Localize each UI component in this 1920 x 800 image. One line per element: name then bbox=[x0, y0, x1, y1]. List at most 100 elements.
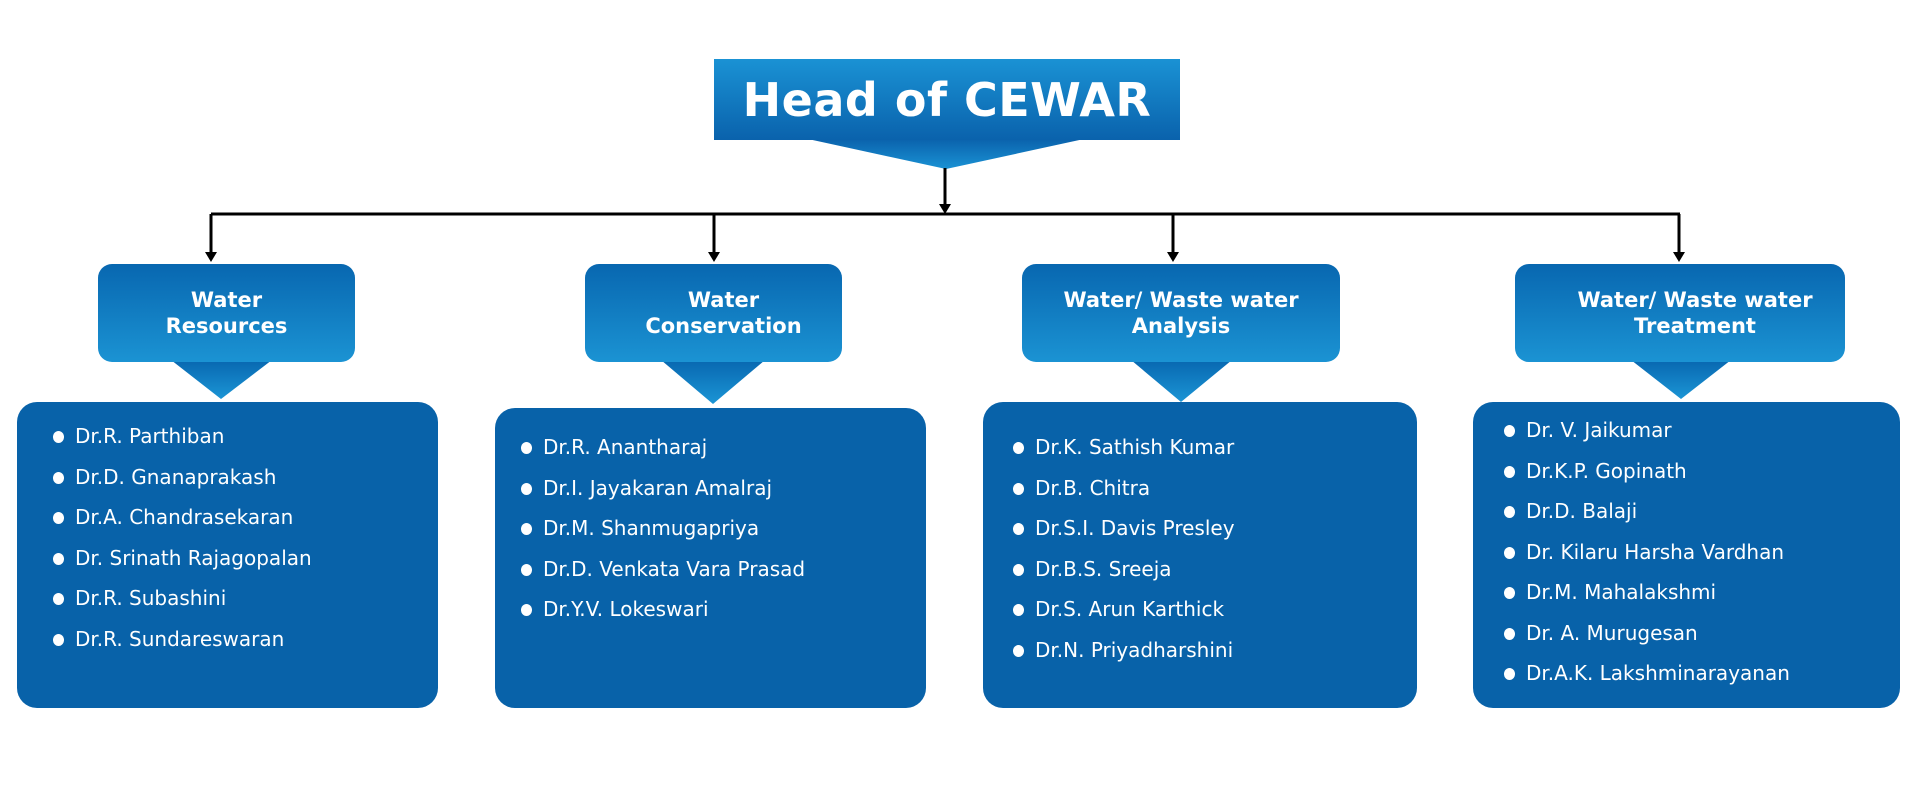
bullet-icon bbox=[521, 563, 532, 576]
member-name: Dr.D. Gnanaprakash bbox=[75, 464, 277, 489]
member-item: Dr.B.S. Sreeja bbox=[1013, 549, 1417, 590]
bullet-icon bbox=[521, 442, 532, 454]
member-item: Dr.N. Priyadharshini bbox=[1013, 630, 1417, 671]
bullet-icon bbox=[521, 482, 532, 495]
member-name: Dr. Srinath Rajagopalan bbox=[75, 545, 312, 570]
bullet-icon bbox=[53, 512, 64, 524]
member-item: Dr.D. Gnanaprakash bbox=[53, 457, 438, 498]
member-name: Dr.N. Priyadharshini bbox=[1035, 637, 1234, 662]
member-item: Dr.Y.V. Lokeswari bbox=[521, 589, 926, 630]
head-pointer bbox=[808, 139, 1084, 169]
bullet-icon bbox=[521, 523, 532, 535]
bullet-icon bbox=[1013, 644, 1024, 657]
member-item: Dr.K. Sathish Kumar bbox=[1013, 427, 1417, 468]
member-name: Dr.A.K. Lakshminarayanan bbox=[1526, 661, 1790, 685]
category-title-line: Water bbox=[687, 288, 760, 312]
bullet-icon bbox=[53, 633, 64, 646]
head-title: Head of CEWAR bbox=[742, 72, 1152, 127]
category-title-line: Water/ Waste water bbox=[1577, 288, 1813, 312]
category-title-line: Analysis bbox=[1131, 314, 1231, 338]
member-name: Dr.R. Anantharaj bbox=[543, 435, 708, 459]
bullet-icon bbox=[1504, 465, 1515, 478]
member-name: Dr.M. Mahalakshmi bbox=[1526, 580, 1717, 604]
member-name: Dr. Kilaru Harsha Vardhan bbox=[1526, 539, 1785, 564]
arrow-head bbox=[939, 204, 951, 214]
member-item: Dr.S. Arun Karthick bbox=[1013, 589, 1417, 630]
member-item: Dr.A.K. Lakshminarayanan bbox=[1504, 653, 1900, 694]
member-name: Dr.M. Shanmugapriya bbox=[543, 516, 760, 540]
bullet-icon bbox=[1504, 506, 1515, 518]
member-name: Dr.B.S. Sreeja bbox=[1035, 556, 1172, 581]
arrow-head bbox=[1673, 252, 1685, 262]
bullet-icon bbox=[1013, 442, 1024, 454]
category-title-line: Conservation bbox=[645, 314, 802, 338]
category-pointer bbox=[1131, 360, 1232, 402]
bullet-icon bbox=[1013, 482, 1024, 495]
member-item: Dr.M. Shanmugapriya bbox=[521, 508, 926, 549]
bullet-icon bbox=[53, 552, 64, 565]
member-name: Dr.S. Arun Karthick bbox=[1035, 597, 1225, 621]
category-title-line: Treatment bbox=[1634, 314, 1756, 338]
member-item: Dr.S.I. Davis Presley bbox=[1013, 508, 1417, 549]
member-item: Dr. Srinath Rajagopalan bbox=[53, 538, 438, 579]
arrow-head bbox=[205, 252, 217, 262]
member-name: Dr.R. Sundareswaran bbox=[75, 626, 285, 651]
bullet-icon bbox=[53, 431, 64, 443]
bullet-icon bbox=[1504, 627, 1515, 640]
member-item: Dr.R. Subashini bbox=[53, 578, 438, 619]
bullet-icon bbox=[1504, 587, 1515, 599]
member-item: Dr.B. Chitra bbox=[1013, 468, 1417, 509]
member-name: Dr.R. Parthiban bbox=[75, 424, 225, 448]
member-item: Dr.D. Balaji bbox=[1504, 491, 1900, 532]
bullet-icon bbox=[1504, 668, 1515, 680]
member-name: Dr.R. Subashini bbox=[75, 586, 227, 610]
member-item: Dr.R. Anantharaj bbox=[521, 427, 926, 468]
bullet-icon bbox=[521, 604, 532, 616]
bullet-icon bbox=[1013, 563, 1024, 576]
member-name: Dr. V. Jaikumar bbox=[1526, 418, 1672, 442]
member-item: Dr.A. Chandrasekaran bbox=[53, 497, 438, 538]
member-name: Dr.A. Chandrasekaran bbox=[75, 505, 294, 529]
bullet-icon bbox=[1504, 425, 1515, 437]
category-pointer bbox=[1631, 360, 1731, 399]
head-of-cewar-box: Head of CEWAR bbox=[714, 59, 1180, 140]
member-name: Dr.Y.V. Lokeswari bbox=[543, 597, 709, 621]
member-item: Dr.D. Venkata Vara Prasad bbox=[521, 549, 926, 590]
member-name: Dr.D. Balaji bbox=[1526, 499, 1638, 523]
member-item: Dr.R. Sundareswaran bbox=[53, 619, 438, 660]
bullet-icon bbox=[1504, 546, 1515, 559]
category-pointer bbox=[171, 360, 272, 399]
member-item: Dr.M. Mahalakshmi bbox=[1504, 572, 1900, 613]
category-pointer bbox=[661, 360, 765, 404]
category-title-line: Water bbox=[190, 288, 263, 312]
bullet-icon bbox=[53, 593, 64, 605]
member-item: Dr.I. Jayakaran Amalraj bbox=[521, 468, 926, 509]
member-item: Dr.K.P. Gopinath bbox=[1504, 451, 1900, 492]
member-item: Dr.R. Parthiban bbox=[53, 416, 438, 457]
member-name: Dr.B. Chitra bbox=[1035, 475, 1151, 500]
member-item: Dr. A. Murugesan bbox=[1504, 613, 1900, 654]
bullet-icon bbox=[1013, 523, 1024, 535]
member-name: Dr.D. Venkata Vara Prasad bbox=[543, 556, 806, 581]
arrow-head bbox=[708, 252, 720, 262]
member-name: Dr. A. Murugesan bbox=[1526, 620, 1698, 645]
member-name: Dr.I. Jayakaran Amalraj bbox=[543, 475, 773, 500]
category-title-line: Resources bbox=[165, 314, 288, 338]
member-item: Dr. V. Jaikumar bbox=[1504, 410, 1900, 451]
category-title-line: Water/ Waste water bbox=[1063, 288, 1299, 312]
bullet-icon bbox=[53, 471, 64, 484]
member-name: Dr.K. Sathish Kumar bbox=[1035, 435, 1235, 459]
member-name: Dr.K.P. Gopinath bbox=[1526, 458, 1687, 483]
member-name: Dr.S.I. Davis Presley bbox=[1035, 516, 1235, 540]
bullet-icon bbox=[1013, 604, 1024, 616]
member-item: Dr. Kilaru Harsha Vardhan bbox=[1504, 532, 1900, 573]
